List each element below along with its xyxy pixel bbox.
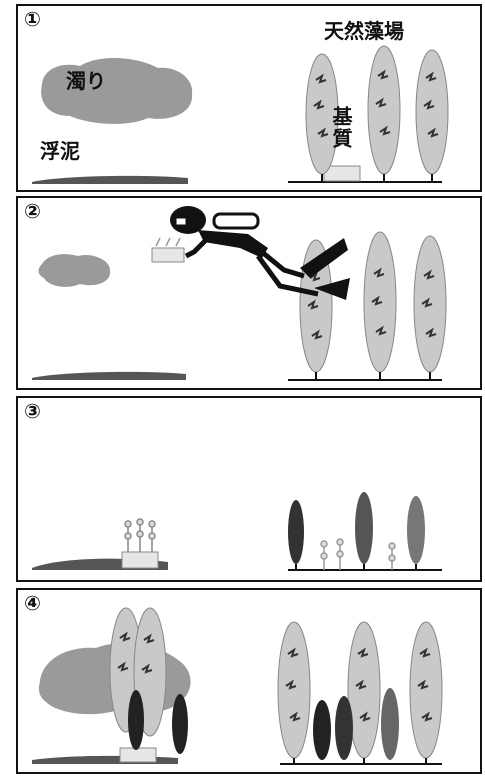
floating-mud-mound	[32, 176, 188, 184]
panel-number: ③	[24, 400, 41, 422]
seaweed-plant	[416, 50, 448, 182]
natural-seaweed-bed-label: 天然藻場	[324, 20, 404, 42]
panel-1: ① 天然藻場 濁り 浮泥 基質	[16, 4, 482, 192]
panel-number: ④	[24, 592, 41, 614]
seaweed-plant	[348, 622, 380, 764]
turbidity-cloud	[41, 58, 192, 124]
panel-4-illustration	[18, 590, 482, 774]
panel-3: ③	[16, 396, 482, 582]
seaweed-plant	[288, 500, 304, 570]
seaweed-plant	[364, 232, 396, 380]
seaweed-plant	[335, 696, 353, 760]
floating-mud-mound	[32, 372, 186, 380]
panel-4: ④	[16, 588, 482, 774]
seaweed-plant	[407, 496, 425, 570]
panel-3-illustration	[18, 398, 482, 582]
substrate-label: 基質	[330, 106, 352, 150]
seaweed-plant	[172, 694, 188, 754]
panel-1-illustration	[18, 6, 482, 192]
panel-2-illustration	[18, 198, 482, 390]
seaweed-plant	[381, 688, 399, 760]
seaweed-plant	[368, 46, 400, 182]
seedling-cluster	[125, 519, 155, 552]
seaweed-plant	[313, 700, 331, 760]
seaweed-plant	[355, 492, 373, 570]
seaweed-plant	[278, 622, 310, 764]
substrate-block	[122, 552, 158, 568]
turbidity-cloud	[39, 254, 111, 287]
seaweed-plant	[410, 622, 442, 764]
substrate-block	[120, 748, 156, 762]
panel-number: ①	[24, 8, 41, 30]
seaweed-plant	[414, 236, 446, 380]
floating-mud-label: 浮泥	[40, 140, 80, 162]
panel-number: ②	[24, 200, 41, 222]
panel-2: ②	[16, 196, 482, 390]
seaweed-plant	[128, 690, 144, 750]
turbidity-label: 濁り	[66, 70, 106, 92]
